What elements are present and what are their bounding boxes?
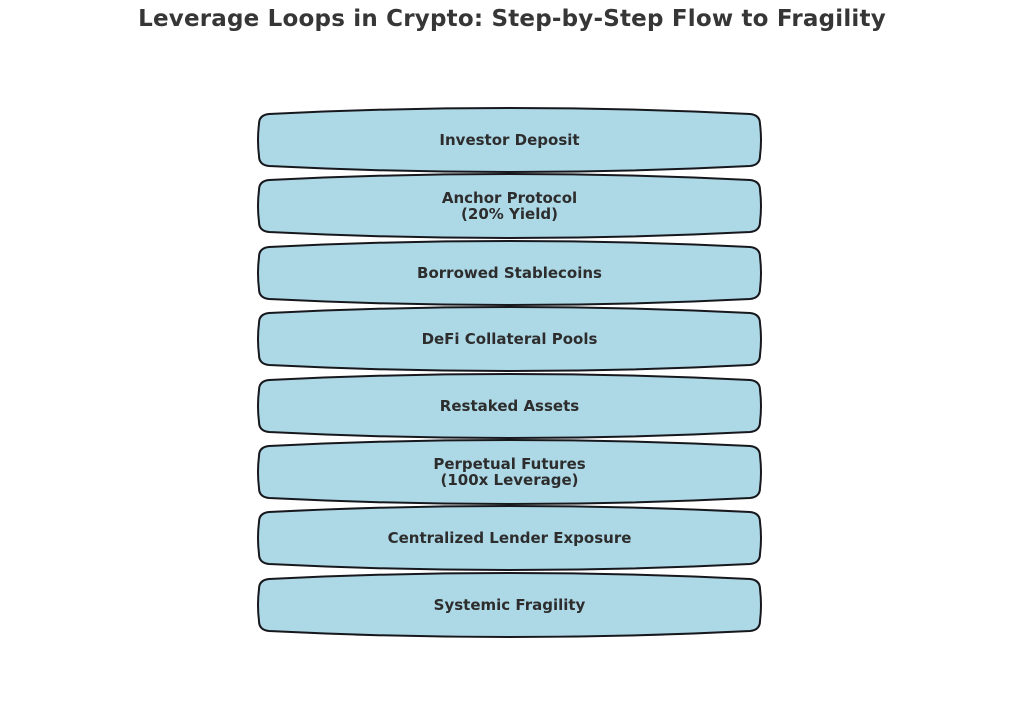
box-label: Centralized Lender Exposure — [387, 528, 632, 547]
box-label: Restaked Assets — [439, 396, 580, 415]
box-label: DeFi Collateral Pools — [421, 329, 598, 348]
box-centralized-lender-exposure: Centralized Lender Exposure — [256, 505, 763, 571]
box-shape — [257, 306, 762, 372]
box-label: Anchor Protocol (20% Yield) — [441, 188, 578, 223]
box-anchor-protocol: Anchor Protocol (20% Yield) — [256, 173, 763, 239]
box-shape — [257, 240, 762, 306]
box-shape — [257, 173, 762, 239]
box-label: Borrowed Stablecoins — [417, 263, 602, 282]
box-shape — [257, 572, 762, 638]
box-shape — [257, 505, 762, 571]
box-borrowed-stablecoins: Borrowed Stablecoins — [256, 240, 763, 306]
box-shape — [257, 107, 762, 173]
box-label: Systemic Fragility — [433, 595, 586, 614]
diagram-title: Leverage Loops in Crypto: Step-by-Step F… — [138, 6, 886, 32]
box-shape — [257, 439, 762, 505]
box-investor-deposit: Investor Deposit — [256, 107, 763, 173]
box-shape — [257, 373, 762, 439]
box-label: Investor Deposit — [439, 130, 580, 149]
flow-stack: Investor Deposit Anchor Protocol (20% Yi… — [256, 0, 763, 710]
box-label: Perpetual Futures (100x Leverage) — [433, 454, 586, 489]
box-systemic-fragility: Systemic Fragility — [256, 572, 763, 638]
box-defi-collateral-pools: DeFi Collateral Pools — [256, 306, 763, 372]
box-perpetual-futures: Perpetual Futures (100x Leverage) — [256, 439, 763, 505]
box-restaked-assets: Restaked Assets — [256, 373, 763, 439]
